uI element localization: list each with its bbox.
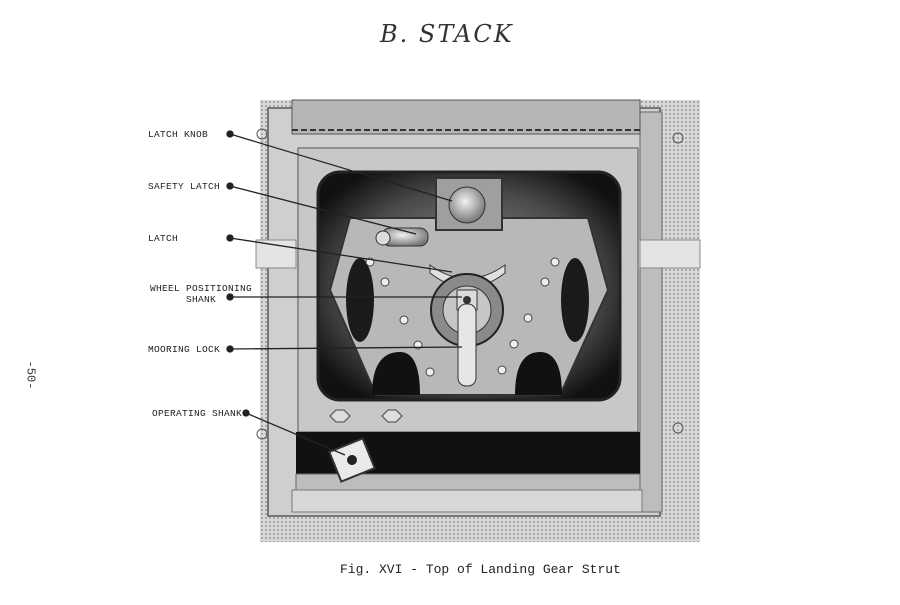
callout-mooring-lock: MOORING LOCK [148,344,221,355]
leader-lines [226,130,463,456]
callout-latch-knob: LATCH KNOB [148,129,209,140]
callout-safety-latch: SAFETY LATCH [148,181,221,192]
callout-latch: LATCH [148,233,179,244]
handwritten-annotation: B. STACK [380,20,514,48]
latch-knob-shape [448,186,486,224]
figure-caption: Fig. XVI - Top of Landing Gear Strut [340,562,621,577]
hinge [291,99,641,135]
mooring-lock-shaft [457,303,477,387]
callout-operating-shank: OPERATING SHANK [152,408,243,419]
callout-wheel-positioning-shank: WHEEL POSITIONING SHANK [150,283,253,305]
